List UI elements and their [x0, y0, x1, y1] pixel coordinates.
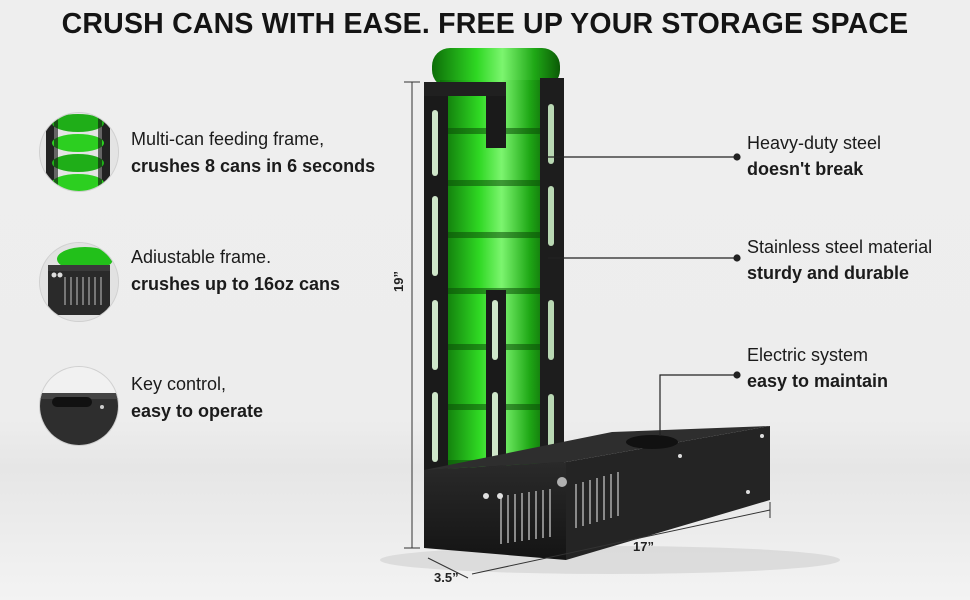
can-stack-icon [40, 113, 118, 191]
callout-2-line2: sturdy and durable [747, 263, 910, 283]
callout-3-text: Electric system easy to maintain [747, 342, 888, 394]
callout-3-line1: Electric system [747, 345, 869, 365]
feature-1-line2: crushes 8 cans in 6 seconds [131, 156, 376, 176]
feature-2-text: Adiustable frame. crushes up to 16oz can… [131, 244, 340, 298]
key-control-icon [40, 367, 118, 445]
width-dimension-label: 3.5” [434, 570, 459, 585]
headline: CRUSH CANS WITH EASE. FREE UP YOUR STORA… [61, 8, 909, 40]
feature-3-line1: Key control, [131, 374, 227, 394]
feature-2-line2: crushes up to 16oz cans [131, 274, 341, 294]
callout-1-line1: Heavy-duty steel [747, 133, 882, 153]
callout-2-line1: Stainless steel material [747, 237, 933, 257]
crusher-base [424, 426, 770, 560]
feature-2-line1: Adiustable frame. [131, 247, 272, 267]
callout-1-line2: doesn't break [747, 159, 864, 179]
callout-2-text: Stainless steel material sturdy and dura… [747, 234, 932, 286]
callout-lines [548, 153, 741, 436]
dimension-lines [404, 81, 771, 579]
feature-3-text: Key control, easy to operate [131, 371, 263, 425]
frame-adjust-icon [40, 243, 118, 321]
feature-1-line1: Multi-can feeding frame, [131, 129, 325, 149]
front-frame [424, 82, 506, 482]
feature-3-line2: easy to operate [131, 401, 264, 421]
callout-3-line2: easy to maintain [747, 371, 889, 391]
feature-1-text: Multi-can feeding frame, crushes 8 cans … [131, 126, 375, 180]
height-dimension-label: 19” [391, 271, 406, 292]
callout-1-text: Heavy-duty steel doesn't break [747, 130, 881, 182]
length-dimension-label: 17” [633, 539, 654, 554]
